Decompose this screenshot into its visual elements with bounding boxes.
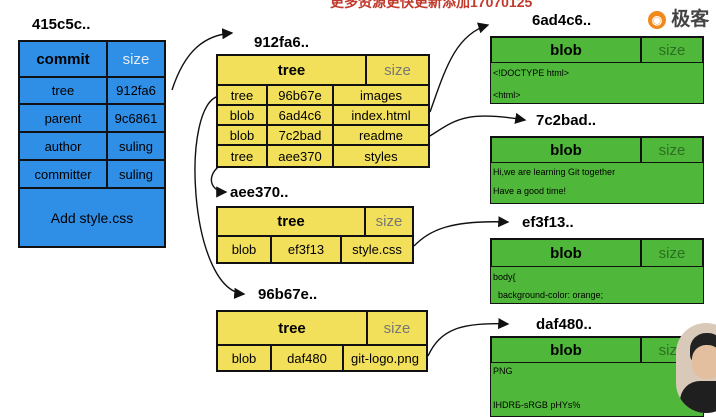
blob-line: Hi,we are learning Git together bbox=[493, 167, 616, 177]
arrow-gitlogo-to-blob bbox=[427, 317, 510, 357]
blob-header: blob bbox=[491, 337, 641, 363]
logo-icon: ◉ bbox=[648, 10, 666, 29]
blob-line: <!DOCTYPE html> bbox=[493, 68, 570, 78]
watermark-text: 更多资源更快更新添加17070125 bbox=[330, 0, 533, 10]
tree-main-row-type: tree bbox=[217, 145, 267, 167]
commit-size: size bbox=[107, 41, 165, 77]
tree-main-row-type: blob bbox=[217, 105, 267, 125]
tree-main-row-type: tree bbox=[217, 85, 267, 105]
blob-object: blob size PNG IHDRБ-sRGB pHYs% bbox=[490, 336, 704, 417]
blob-size: size bbox=[641, 137, 703, 163]
presenter-shirt bbox=[680, 381, 716, 413]
tree-images-row-hash: daf480 bbox=[271, 345, 343, 371]
tree-images-header: tree bbox=[217, 311, 367, 345]
blob-header: blob bbox=[491, 37, 641, 63]
commit-hash: 415c5c.. bbox=[32, 16, 91, 33]
blob-line: PNG bbox=[493, 366, 513, 376]
blob-hash: 6ad4c6.. bbox=[532, 12, 592, 29]
blob-hash: 7c2bad.. bbox=[536, 112, 597, 129]
commit-message: Add style.css bbox=[19, 188, 165, 247]
tree-main-object: tree size tree 96b67e images blob 6ad4c6… bbox=[216, 54, 430, 168]
tree-main-row-name: readme bbox=[333, 125, 429, 145]
presenter-video bbox=[676, 323, 716, 413]
blob-hash: daf480.. bbox=[536, 316, 592, 333]
arrow-commit-to-tree bbox=[171, 28, 234, 91]
tree-styles-hash: aee370.. bbox=[230, 184, 289, 201]
blob-line: <html> bbox=[493, 90, 521, 100]
arrow-images-to-tree bbox=[194, 95, 246, 299]
tree-main-header: tree bbox=[217, 55, 366, 85]
tree-main-hash: 912fa6.. bbox=[254, 34, 310, 51]
tree-main-row-hash: aee370 bbox=[267, 145, 333, 167]
tree-main-row-hash: 7c2bad bbox=[267, 125, 333, 145]
tree-styles-size: size bbox=[365, 207, 413, 236]
tree-styles-header: tree bbox=[217, 207, 365, 236]
arrow-stylecss-to-blob bbox=[413, 216, 510, 247]
tree-main-row-type: blob bbox=[217, 125, 267, 145]
commit-object: commit size tree 912fa6 parent 9c6861 au… bbox=[18, 40, 166, 248]
blob-size: size bbox=[641, 37, 703, 63]
blob-header: blob bbox=[491, 137, 641, 163]
tree-images-object: tree size blob daf480 git-logo.png bbox=[216, 310, 428, 372]
tree-styles-row-type: blob bbox=[217, 236, 271, 263]
commit-key-author: author bbox=[19, 132, 107, 160]
tree-main-row-name: index.html bbox=[333, 105, 429, 125]
presenter-face bbox=[692, 345, 716, 379]
tree-styles-row-name: style.css bbox=[341, 236, 413, 263]
commit-header: commit bbox=[19, 41, 107, 77]
tree-main-row-hash: 6ad4c6 bbox=[267, 105, 333, 125]
commit-value-tree: 912fa6 bbox=[107, 77, 165, 104]
blob-object: blob size Hi,we are learning Git togethe… bbox=[490, 136, 704, 204]
tree-styles-row-hash: ef3f13 bbox=[271, 236, 341, 263]
tree-styles-object: tree size blob ef3f13 style.css bbox=[216, 206, 414, 264]
logo-text: 极客 bbox=[671, 9, 710, 30]
blob-object: blob size body{ background-color: orange… bbox=[490, 238, 704, 304]
tree-images-row-type: blob bbox=[217, 345, 271, 371]
blob-line: body{ bbox=[493, 272, 516, 282]
blob-line: IHDRБ-sRGB pHYs% bbox=[493, 400, 581, 410]
commit-value-committer: suling bbox=[107, 160, 165, 188]
tree-main-row-hash: 96b67e bbox=[267, 85, 333, 105]
commit-value-parent: 9c6861 bbox=[107, 104, 165, 132]
commit-key-parent: parent bbox=[19, 104, 107, 132]
arrow-readme-to-blob bbox=[429, 112, 527, 137]
tree-images-hash: 96b67e.. bbox=[258, 286, 318, 303]
commit-value-author: suling bbox=[107, 132, 165, 160]
arrow-styles-to-tree bbox=[210, 163, 228, 198]
tree-main-size: size bbox=[366, 55, 429, 85]
blob-object: blob size <!DOCTYPE html> <html> bbox=[490, 36, 704, 104]
tree-images-size: size bbox=[367, 311, 427, 345]
blob-line: Have a good time! bbox=[493, 186, 567, 196]
tree-main-row-name: styles bbox=[333, 145, 429, 167]
tree-main-row-name: images bbox=[333, 85, 429, 105]
commit-key-tree: tree bbox=[19, 77, 107, 104]
commit-key-committer: committer bbox=[19, 160, 107, 188]
tree-images-row-name: git-logo.png bbox=[343, 345, 427, 371]
arrow-index-to-blob bbox=[429, 22, 490, 113]
blob-header: blob bbox=[491, 239, 641, 267]
blob-hash: ef3f13.. bbox=[522, 214, 574, 231]
brand-logo: ◉ 极客 bbox=[648, 4, 709, 31]
blob-line: background-color: orange; bbox=[493, 290, 604, 300]
blob-size: size bbox=[641, 239, 703, 267]
